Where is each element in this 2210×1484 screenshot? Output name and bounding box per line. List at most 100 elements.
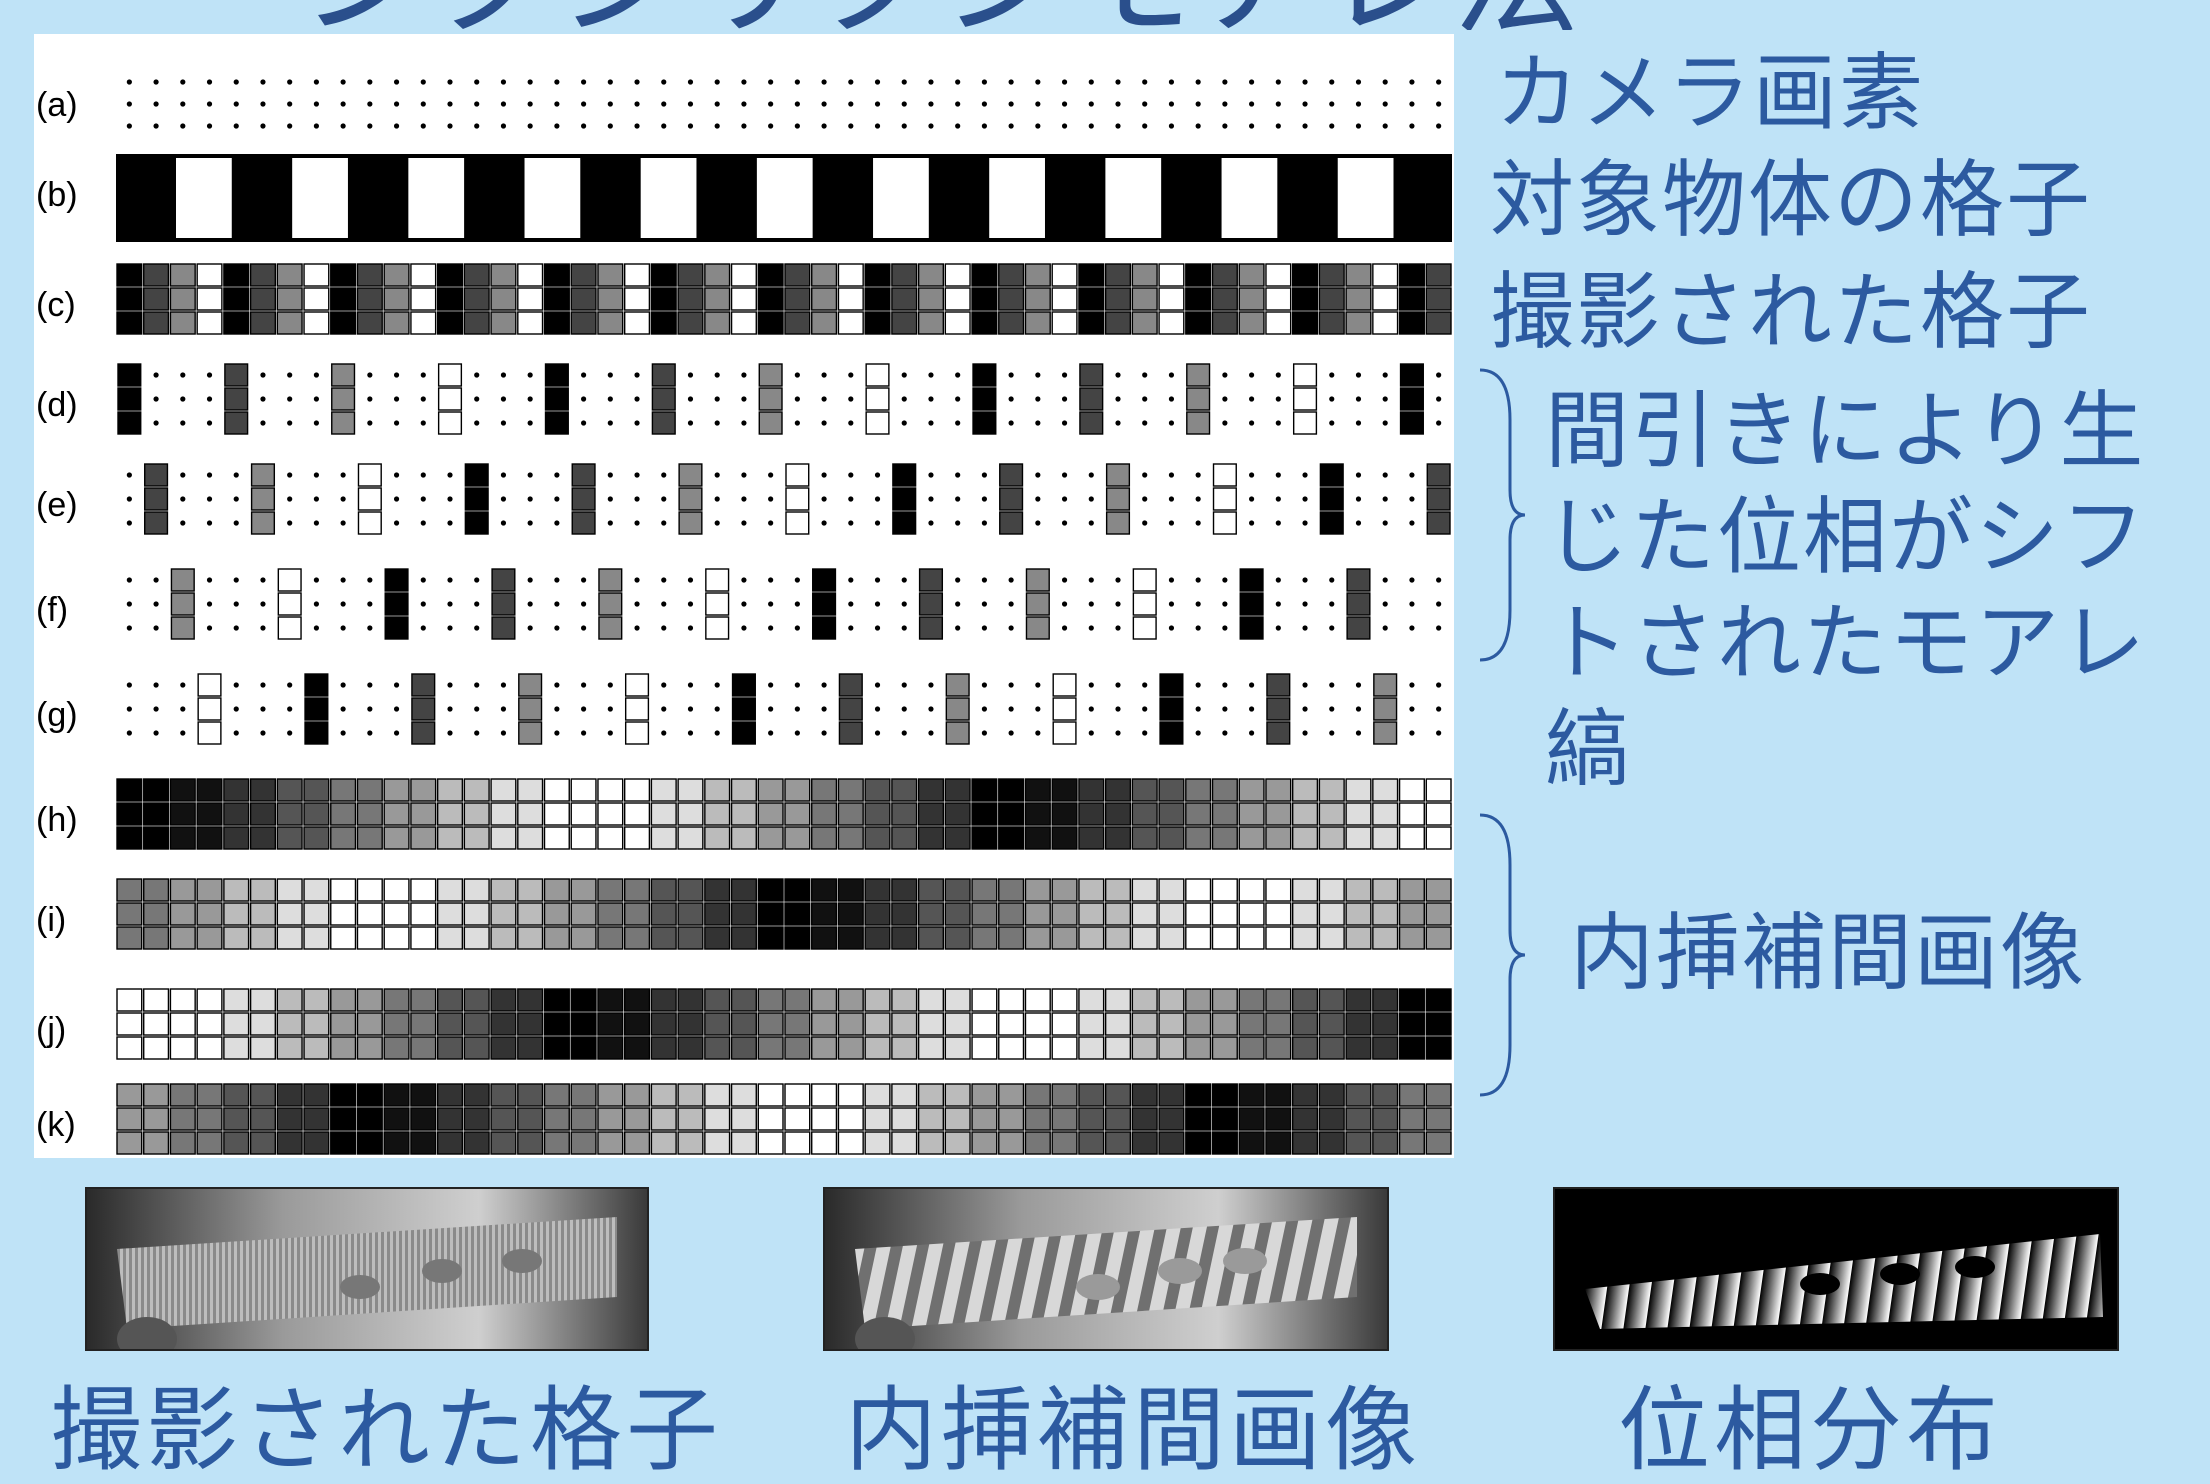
moire-cell xyxy=(1159,697,1184,721)
camera-pixel-dot xyxy=(1008,101,1014,107)
caption-interpolated-image: 内挿補間画像 xyxy=(845,1377,1422,1484)
captured-grating-cell xyxy=(223,287,250,311)
interpolated-cell xyxy=(891,778,918,802)
moire-cell xyxy=(945,673,970,697)
interpolated-cell xyxy=(730,1083,757,1107)
interpolated-cell xyxy=(223,926,250,950)
interpolated-cell xyxy=(837,926,864,950)
camera-pixel-dot xyxy=(634,101,640,107)
moire-dot xyxy=(1142,372,1148,378)
moire-dot xyxy=(1115,372,1121,378)
interpolated-cell xyxy=(1185,878,1212,902)
interpolated-cell xyxy=(1372,1036,1399,1060)
interpolated-cell xyxy=(570,1036,597,1060)
interpolated-cell xyxy=(677,1036,704,1060)
interpolated-cell xyxy=(1425,1131,1452,1155)
interpolated-cell xyxy=(1051,1036,1078,1060)
interpolated-cell xyxy=(543,1083,570,1107)
camera-pixel-dot xyxy=(955,79,961,85)
interpolated-cell xyxy=(196,988,223,1012)
object-grating-gap xyxy=(640,158,697,238)
moire-dot xyxy=(260,730,266,736)
moire-dot xyxy=(260,682,266,688)
captured-grating-cell xyxy=(383,311,410,335)
moire-dot xyxy=(768,577,774,583)
interpolated-cell xyxy=(276,1012,303,1036)
camera-pixel-dot xyxy=(1355,101,1362,107)
moire-cell xyxy=(1079,387,1104,411)
interpolated-cell xyxy=(1238,1107,1265,1131)
interpolated-cell xyxy=(730,1131,757,1155)
interpolated-cell xyxy=(1318,1012,1345,1036)
camera-pixel-dot xyxy=(928,123,934,129)
interpolated-cell xyxy=(570,826,597,850)
interpolated-cell xyxy=(570,1083,597,1107)
interpolated-cell xyxy=(1238,802,1265,826)
captured-grating-cell xyxy=(917,311,945,335)
interpolated-cell xyxy=(249,778,277,802)
object-grating-gap xyxy=(1221,158,1278,238)
camera-pixel-dot xyxy=(794,123,800,129)
moire-cell xyxy=(624,721,650,745)
interpolated-cell xyxy=(330,778,357,802)
moire-dot xyxy=(1195,706,1201,712)
moire-dot xyxy=(1302,577,1308,583)
camera-pixel-dot xyxy=(1409,79,1415,85)
interpolated-cell xyxy=(1158,1107,1185,1131)
moire-dot xyxy=(1329,682,1335,688)
camera-pixel-dot xyxy=(901,101,907,107)
interpolated-cell xyxy=(1024,1036,1051,1060)
moire-dot xyxy=(1115,730,1121,736)
moire-cell xyxy=(1426,511,1451,535)
interpolated-cell xyxy=(249,902,277,926)
moire-dot xyxy=(1329,396,1335,402)
moire-dot xyxy=(634,420,640,426)
moire-dot xyxy=(313,396,319,402)
interpolated-cell xyxy=(944,826,971,850)
moire-dot xyxy=(661,682,667,688)
interpolated-cell xyxy=(998,1036,1025,1060)
moire-dot xyxy=(527,372,533,378)
interpolated-cell xyxy=(757,988,784,1012)
moire-dot xyxy=(153,682,159,688)
moire-dot xyxy=(527,496,533,502)
moire-cell xyxy=(144,487,169,511)
captured-grating-cell xyxy=(383,263,410,287)
moire-dot xyxy=(1061,396,1068,402)
moire-dot xyxy=(1249,730,1255,736)
interpolated-cell xyxy=(784,802,811,826)
moire-dot xyxy=(581,420,587,426)
interpolated-cell xyxy=(303,1012,330,1036)
moire-cell xyxy=(1346,592,1371,616)
moire-dot xyxy=(955,372,961,378)
interpolated-cell xyxy=(623,1012,651,1036)
interpolated-cell xyxy=(650,926,677,950)
camera-pixel-dot xyxy=(1008,123,1014,129)
moire-dot xyxy=(554,706,560,712)
captured-grating-cell xyxy=(1291,287,1319,311)
captured-grating-cell xyxy=(1158,311,1185,335)
moire-cell xyxy=(812,592,837,616)
interpolated-cell xyxy=(1078,926,1105,950)
moire-dot xyxy=(687,601,694,607)
interpolated-cell xyxy=(811,1036,838,1060)
interpolated-cell xyxy=(143,988,170,1012)
captured-grating-cell xyxy=(1078,311,1105,335)
interpolation-brace-icon xyxy=(1479,813,1526,1097)
interpolated-photo xyxy=(823,1187,1389,1351)
moire-dot xyxy=(233,472,239,478)
interpolated-cell xyxy=(677,802,704,826)
camera-pixel-dot xyxy=(340,123,346,129)
interpolated-cell xyxy=(1078,1107,1105,1131)
interpolated-cell xyxy=(971,1036,998,1060)
captured-grating-cell xyxy=(1345,311,1372,335)
interpolated-cell xyxy=(303,1036,330,1060)
moire-cell xyxy=(1212,463,1237,487)
interpolated-cell xyxy=(597,878,624,902)
row-label: (c) xyxy=(36,286,76,324)
interpolated-cell xyxy=(1185,1012,1212,1036)
interpolated-cell xyxy=(143,926,170,950)
moire-cell xyxy=(437,411,463,435)
interpolated-cell xyxy=(677,988,704,1012)
interpolated-cell xyxy=(1238,988,1265,1012)
